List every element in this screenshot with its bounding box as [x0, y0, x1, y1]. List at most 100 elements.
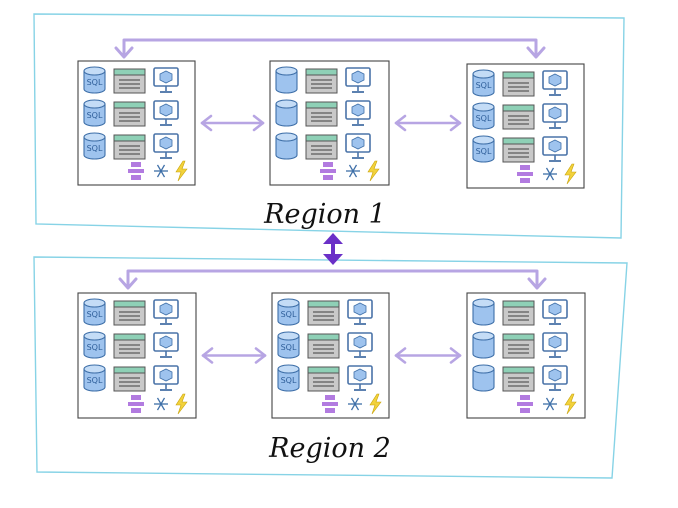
network-switch-icon	[517, 165, 533, 183]
database-cylinder-icon: SQL	[277, 364, 300, 392]
region-2-datacenter-2: SQL SQL SQL	[271, 292, 390, 419]
web-app-window-icon	[502, 137, 535, 163]
database-label: SQL	[87, 376, 103, 385]
virtual-machine-monitor-icon	[542, 70, 568, 96]
database-cylinder-icon	[275, 99, 298, 127]
database-cylinder-icon: SQL	[83, 298, 106, 326]
region-1-sync-arrow-1	[200, 114, 265, 132]
region-2-datacenter-1: SQL SQL SQL	[77, 292, 197, 419]
snowflake-icon	[543, 167, 557, 181]
web-app-window-icon	[305, 101, 338, 127]
virtual-machine-monitor-icon	[153, 299, 179, 325]
network-switch-icon	[322, 395, 338, 413]
virtual-machine-monitor-icon	[347, 365, 373, 391]
virtual-machine-monitor-icon	[153, 133, 179, 159]
virtual-machine-monitor-icon	[345, 67, 371, 93]
region-1-replication-arrow	[114, 38, 546, 59]
snowflake-icon	[154, 164, 168, 178]
region-2-boundary	[33, 256, 628, 479]
virtual-machine-monitor-icon	[345, 100, 371, 126]
region-1-label: Region 1	[263, 199, 386, 230]
region-1-datacenter-3: SQL SQL SQL	[466, 63, 585, 189]
web-app-window-icon	[113, 134, 146, 160]
virtual-machine-monitor-icon	[542, 365, 568, 391]
database-label: SQL	[476, 147, 492, 156]
database-label: SQL	[281, 376, 297, 385]
network-switch-icon	[517, 395, 533, 413]
database-cylinder-icon: SQL	[277, 298, 300, 326]
database-cylinder-icon: SQL	[83, 66, 106, 94]
database-cylinder-icon	[472, 364, 495, 392]
web-app-window-icon	[113, 300, 146, 326]
database-label: SQL	[87, 343, 103, 352]
database-cylinder-icon: SQL	[83, 364, 106, 392]
database-cylinder-icon	[275, 132, 298, 160]
region-1-boundary	[33, 13, 625, 239]
virtual-machine-monitor-icon	[345, 133, 371, 159]
web-app-window-icon	[502, 366, 535, 392]
region-2-replication-arrow	[118, 269, 547, 290]
region-2-sync-arrow-2	[394, 347, 462, 364]
web-app-window-icon	[307, 333, 340, 359]
database-cylinder-icon: SQL	[472, 135, 495, 163]
lightning-bolt-icon	[175, 393, 188, 415]
snowflake-icon	[154, 397, 168, 411]
web-app-window-icon	[113, 68, 146, 94]
region-2-label: Region 2	[268, 433, 391, 464]
database-label: SQL	[87, 144, 103, 153]
database-label: SQL	[281, 310, 297, 319]
database-cylinder-icon: SQL	[83, 99, 106, 127]
virtual-machine-monitor-icon	[542, 299, 568, 325]
database-cylinder-icon: SQL	[277, 331, 300, 359]
web-app-window-icon	[307, 300, 340, 326]
network-switch-icon	[320, 162, 336, 180]
database-label: SQL	[281, 343, 297, 352]
lightning-bolt-icon	[367, 160, 380, 182]
virtual-machine-monitor-icon	[347, 332, 373, 358]
region-1-datacenter-2	[269, 60, 390, 186]
snowflake-icon	[348, 397, 362, 411]
web-app-window-icon	[307, 366, 340, 392]
web-app-window-icon	[113, 333, 146, 359]
virtual-machine-monitor-icon	[153, 67, 179, 93]
web-app-window-icon	[502, 300, 535, 326]
snowflake-icon	[543, 397, 557, 411]
database-cylinder-icon: SQL	[83, 132, 106, 160]
web-app-window-icon	[305, 134, 338, 160]
database-cylinder-icon: SQL	[472, 102, 495, 130]
database-cylinder-icon: SQL	[472, 69, 495, 97]
database-cylinder-icon	[472, 298, 495, 326]
region-1-datacenter-1: SQL SQL SQL	[77, 60, 196, 186]
virtual-machine-monitor-icon	[542, 332, 568, 358]
database-label: SQL	[476, 81, 492, 90]
virtual-machine-monitor-icon	[542, 136, 568, 162]
web-app-window-icon	[113, 366, 146, 392]
database-cylinder-icon: SQL	[83, 331, 106, 359]
virtual-machine-monitor-icon	[153, 100, 179, 126]
virtual-machine-monitor-icon	[153, 365, 179, 391]
region-2-sync-arrow-1	[201, 347, 267, 364]
database-label: SQL	[87, 310, 103, 319]
web-app-window-icon	[502, 71, 535, 97]
lightning-bolt-icon	[175, 160, 188, 182]
lightning-bolt-icon	[564, 163, 577, 185]
database-cylinder-icon	[275, 66, 298, 94]
database-label: SQL	[87, 111, 103, 120]
snowflake-icon	[346, 164, 360, 178]
lightning-bolt-icon	[369, 393, 382, 415]
region-1-sync-arrow-2	[394, 114, 462, 132]
network-switch-icon	[128, 162, 144, 180]
virtual-machine-monitor-icon	[542, 103, 568, 129]
virtual-machine-monitor-icon	[347, 299, 373, 325]
inter-region-arrow	[323, 233, 343, 265]
region-2-datacenter-3	[466, 292, 586, 419]
web-app-window-icon	[502, 104, 535, 130]
virtual-machine-monitor-icon	[153, 332, 179, 358]
web-app-window-icon	[113, 101, 146, 127]
lightning-bolt-icon	[564, 393, 577, 415]
network-switch-icon	[128, 395, 144, 413]
database-cylinder-icon	[472, 331, 495, 359]
web-app-window-icon	[305, 68, 338, 94]
